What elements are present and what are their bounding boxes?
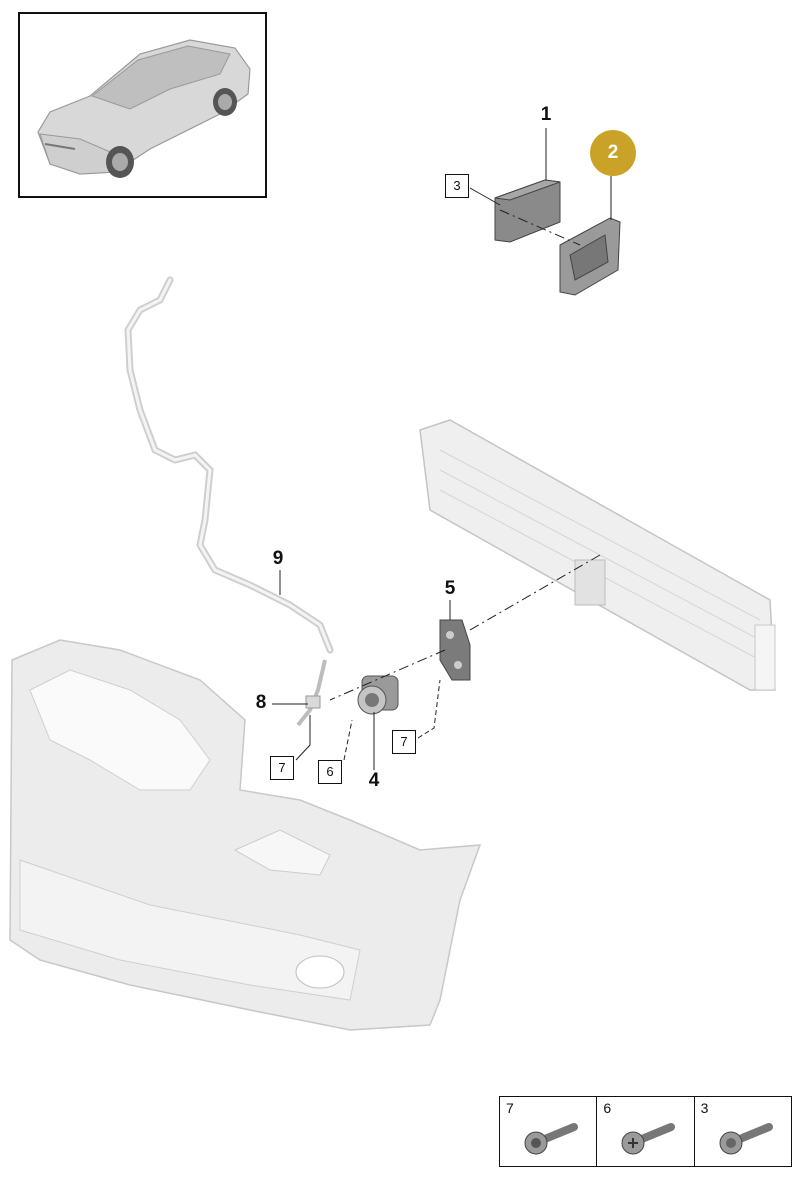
front-bumper [9, 639, 482, 1031]
sensor-bracket [439, 619, 471, 681]
callout-3-box: 3 [445, 174, 469, 198]
legend-number: 7 [506, 1100, 514, 1116]
sensor-part [357, 675, 399, 715]
carrier-panel [419, 419, 776, 691]
callout-5: 5 [444, 578, 456, 599]
bolt-icon [719, 1123, 773, 1155]
bolt-icon [621, 1123, 676, 1155]
callout-4: 4 [368, 770, 380, 791]
callout-9: 9 [272, 548, 284, 569]
bolt-icon [524, 1123, 578, 1155]
leader-lines [272, 128, 612, 770]
nozzle-holder [296, 659, 327, 727]
callout-2-highlight: 2 [590, 130, 636, 176]
callout-6-box: 6 [318, 760, 342, 784]
callout-1: 1 [540, 104, 552, 125]
legend-cell-7: 7 [500, 1097, 598, 1166]
fastener-legend: 7 6 3 [499, 1096, 792, 1167]
callout-7-box-left: 7 [270, 756, 294, 780]
legend-cell-3: 3 [695, 1097, 791, 1166]
washer-hose [124, 276, 334, 654]
control-unit [494, 179, 561, 243]
callout-7-box-right: 7 [392, 730, 416, 754]
callout-8: 8 [255, 692, 267, 713]
legend-number: 3 [700, 1100, 709, 1116]
control-bracket [559, 217, 621, 296]
car-icon [37, 39, 251, 178]
vehicle-thumbnail [18, 12, 267, 198]
legend-number: 6 [603, 1100, 612, 1116]
legend-cell-6: 6 [597, 1097, 695, 1166]
